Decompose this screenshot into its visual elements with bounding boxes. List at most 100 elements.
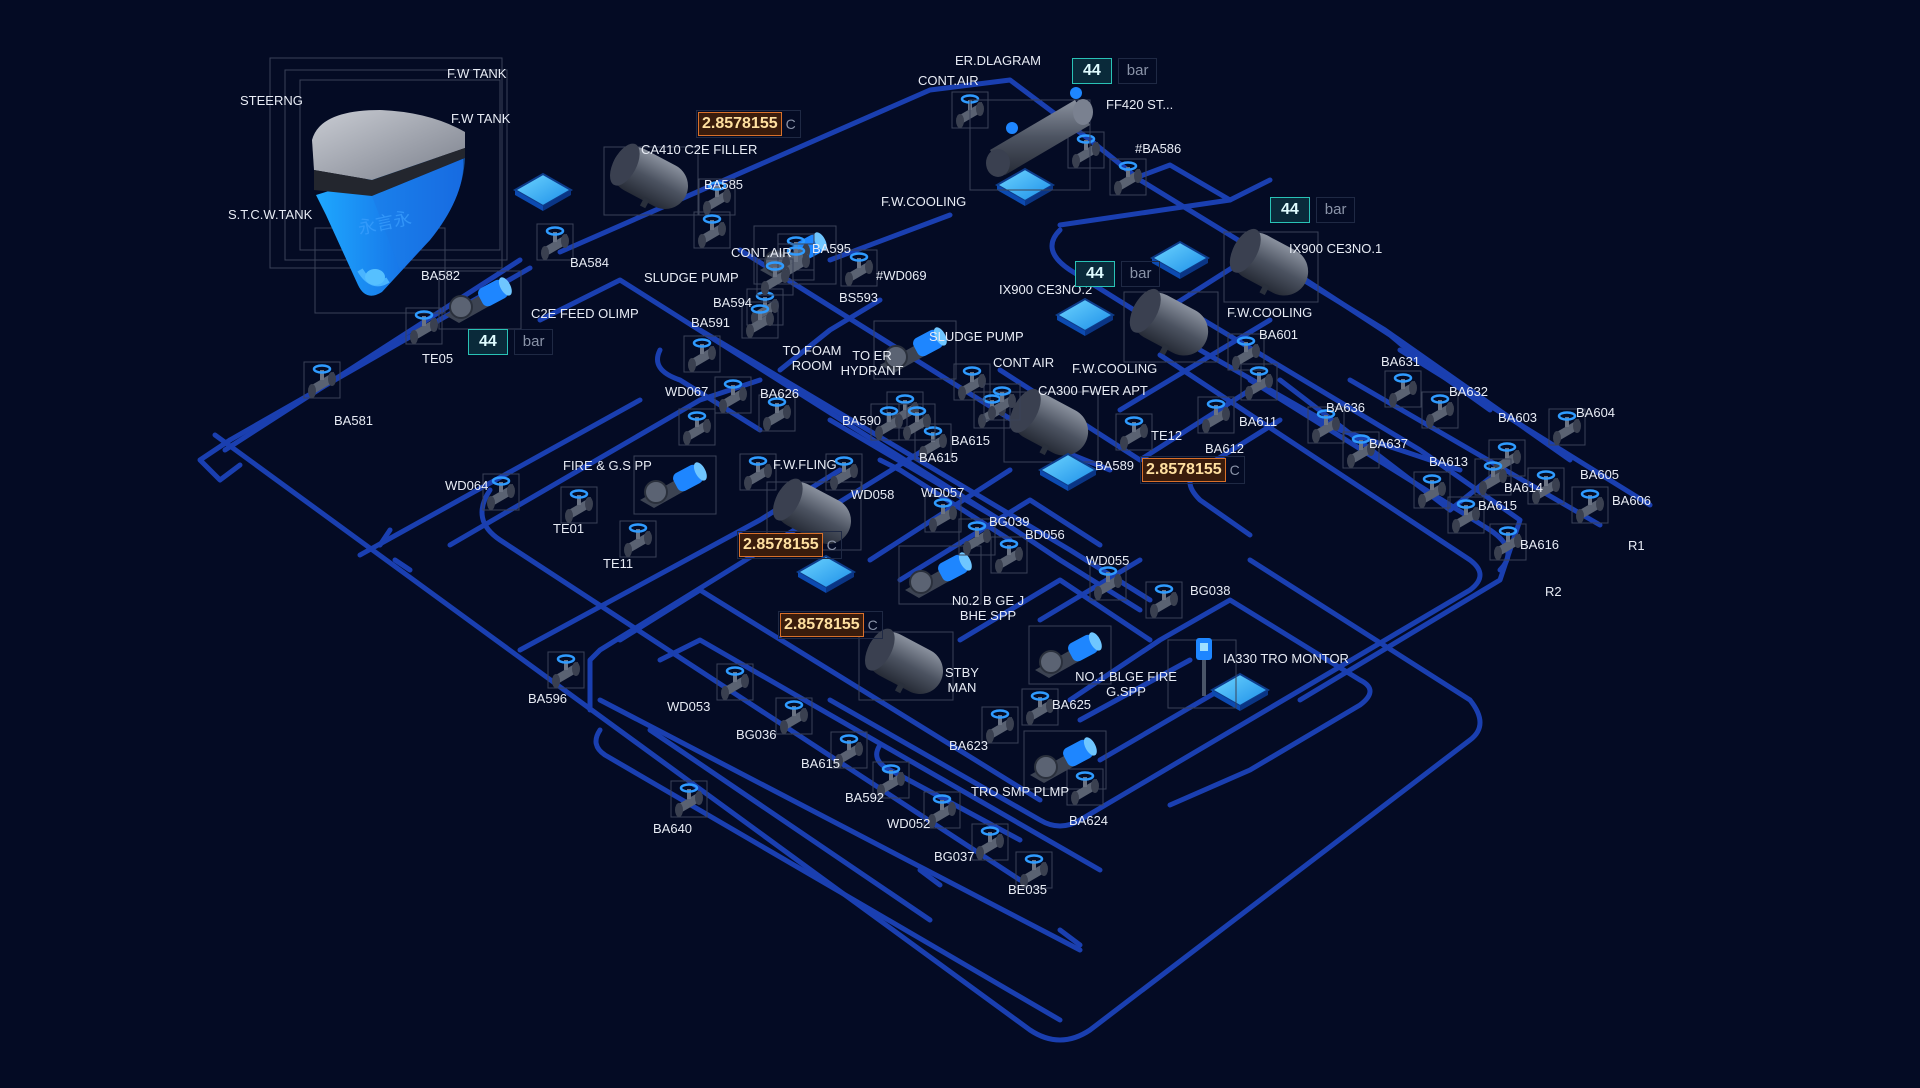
valve-58[interactable] xyxy=(1474,458,1512,496)
valve-13[interactable] xyxy=(714,376,752,414)
label-te12: TE12 xyxy=(1151,428,1183,443)
valve-55[interactable] xyxy=(1342,431,1380,469)
valve-2[interactable] xyxy=(405,307,443,345)
valve-51[interactable] xyxy=(1115,413,1153,451)
ix900-no1[interactable] xyxy=(1221,224,1319,309)
valve-50[interactable] xyxy=(1197,396,1235,434)
valve-33[interactable] xyxy=(1021,688,1059,726)
valve-14[interactable] xyxy=(678,408,716,446)
valve-27[interactable] xyxy=(619,520,657,558)
pressure-value: 44 xyxy=(468,329,508,355)
valve-22[interactable] xyxy=(983,383,1021,421)
valve-41[interactable] xyxy=(923,791,961,829)
ia330-monitor[interactable] xyxy=(1167,638,1237,709)
temperature-value: 2.8578155 xyxy=(780,613,864,637)
pad-ca410[interactable] xyxy=(512,172,574,211)
valve-12[interactable] xyxy=(683,335,721,373)
valve-57[interactable] xyxy=(1548,408,1586,446)
valve-61[interactable] xyxy=(1447,496,1485,534)
valve-32[interactable] xyxy=(1145,581,1183,619)
pad-ix900-2[interactable] xyxy=(1054,297,1116,336)
valve-17[interactable] xyxy=(870,403,908,441)
ca410-filter[interactable] xyxy=(601,139,699,222)
valve-48[interactable] xyxy=(1227,333,1265,371)
pressure-unit: bar xyxy=(1120,261,1161,287)
valve-3[interactable] xyxy=(536,223,574,261)
pressure-unit: bar xyxy=(1117,58,1158,84)
valve-31[interactable] xyxy=(1089,563,1127,601)
label-steerng: STEERNG xyxy=(240,93,303,108)
valve-54[interactable] xyxy=(1307,406,1345,444)
valve-8[interactable] xyxy=(840,249,878,287)
valve-44[interactable] xyxy=(670,780,708,818)
valve-43[interactable] xyxy=(1015,851,1053,889)
pipe-mid-14 xyxy=(1097,687,1223,763)
ix900-no2[interactable] xyxy=(1121,284,1219,369)
valve-35[interactable] xyxy=(1066,768,1104,806)
label-ba636: BA636 xyxy=(1326,400,1366,415)
label-ba581: BA581 xyxy=(334,413,374,428)
ca300-fwer[interactable] xyxy=(1001,384,1099,469)
pad-ba589[interactable] xyxy=(1037,452,1099,491)
label-wd053: WD053 xyxy=(667,699,711,714)
pressure-readout-ix900-2: 44 bar xyxy=(1075,261,1161,287)
valve-10[interactable] xyxy=(756,258,794,296)
valve-39[interactable] xyxy=(830,731,868,769)
label-r2: R2 xyxy=(1545,584,1562,599)
valve-38[interactable] xyxy=(775,697,813,735)
valve-26[interactable] xyxy=(482,473,520,511)
tro-smp-pump[interactable] xyxy=(1023,730,1107,790)
valve-30[interactable] xyxy=(990,536,1028,574)
valve-63[interactable] xyxy=(1489,523,1527,561)
label-fw-fling: F.W.FLING xyxy=(773,457,837,472)
valve-47[interactable] xyxy=(1109,158,1147,196)
valve-24[interactable] xyxy=(739,453,777,491)
valve-11[interactable] xyxy=(741,301,779,339)
valve-20[interactable] xyxy=(953,363,991,401)
valve-1[interactable] xyxy=(303,361,341,399)
valve-34[interactable] xyxy=(981,706,1019,744)
valve-53[interactable] xyxy=(1421,391,1459,429)
pad-ix900-1[interactable] xyxy=(1149,240,1211,279)
label-bg036: BG036 xyxy=(736,727,777,742)
steering-tank[interactable]: 永言永 xyxy=(269,57,508,314)
fire-gs-pump[interactable] xyxy=(633,455,717,515)
valve-18[interactable] xyxy=(914,423,952,461)
valve-19[interactable] xyxy=(898,403,936,441)
valve-28[interactable] xyxy=(924,495,962,533)
stby-tank[interactable] xyxy=(856,624,954,707)
valve-42[interactable] xyxy=(971,823,1009,861)
label-ca300: CA300 FWER APT xyxy=(1038,383,1148,398)
label-cont-air-2: CONT AIR xyxy=(993,355,1055,370)
no2-bge-pump[interactable] xyxy=(898,545,982,605)
valve-52[interactable] xyxy=(1384,370,1422,408)
pipe-outer-bottom xyxy=(212,432,1483,1043)
label-stcw-tank: S.T.C.W.TANK xyxy=(228,207,313,222)
valve-37[interactable] xyxy=(716,663,754,701)
temperature-unit: C xyxy=(867,617,878,633)
valve-25[interactable] xyxy=(560,486,598,524)
valve-15[interactable] xyxy=(758,394,796,432)
pipe-mid-15 xyxy=(874,742,1023,843)
ff420-strainer[interactable] xyxy=(969,87,1093,191)
label-bg037: BG037 xyxy=(934,849,975,864)
valve-62[interactable] xyxy=(1571,486,1609,524)
pipe-mid-13 xyxy=(1077,657,1193,723)
valve-60[interactable] xyxy=(1413,471,1451,509)
no1-blge-pump[interactable] xyxy=(1028,625,1112,685)
valve-40[interactable] xyxy=(872,761,910,799)
valve-46[interactable] xyxy=(1067,131,1105,169)
valve-59[interactable] xyxy=(1527,467,1565,505)
pad-fw-fling[interactable] xyxy=(795,554,857,593)
pad-ia330[interactable] xyxy=(1209,672,1271,711)
valve-49[interactable] xyxy=(1240,363,1278,401)
sludge-pump-motor[interactable] xyxy=(873,320,957,380)
label-fw-tank-1: F.W TANK xyxy=(447,66,507,81)
c2e-feed-pump[interactable] xyxy=(438,270,522,330)
valve-23[interactable] xyxy=(825,453,863,491)
label-fw-cooling-3: F.W.COOLING xyxy=(1227,305,1313,320)
pipe-mid-2 xyxy=(655,347,763,433)
valve-36[interactable] xyxy=(547,651,585,689)
valve-5[interactable] xyxy=(693,211,731,249)
label-ba616: BA616 xyxy=(1520,537,1560,552)
